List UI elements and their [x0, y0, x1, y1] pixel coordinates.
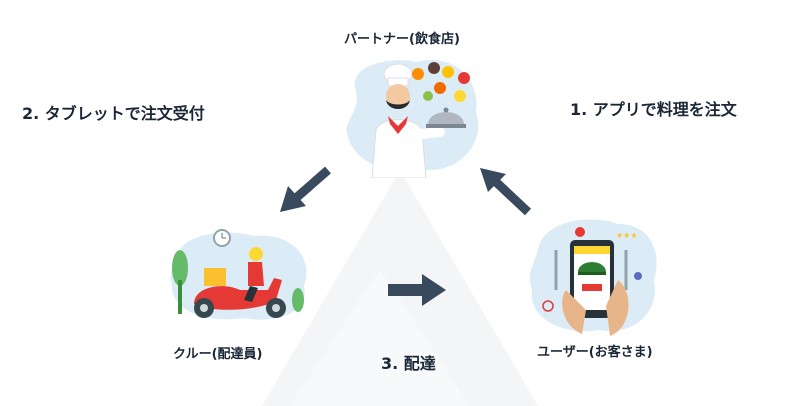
user-label: ユーザー(お客さま): [537, 345, 653, 360]
chef-illustration: [346, 60, 479, 178]
svg-text:★★★: ★★★: [616, 231, 638, 240]
crew-label: クルー(配達員): [173, 347, 263, 362]
step-1-label: 1. アプリで料理を注文: [570, 100, 737, 119]
partner-label: パートナー(飲食店): [344, 32, 460, 47]
scooter-illustration: [170, 229, 307, 320]
arrow-partner-to-crew: [280, 166, 331, 212]
phone-order-illustration: ★★★: [529, 219, 657, 336]
arrow-user-to-partner: [480, 168, 532, 216]
step-2-label: 2. タブレットで注文受付: [22, 104, 205, 123]
background-triangle-inner: [290, 270, 470, 406]
arrow-crew-to-user: [388, 274, 446, 306]
step-3-label: 3. 配達: [381, 354, 436, 373]
